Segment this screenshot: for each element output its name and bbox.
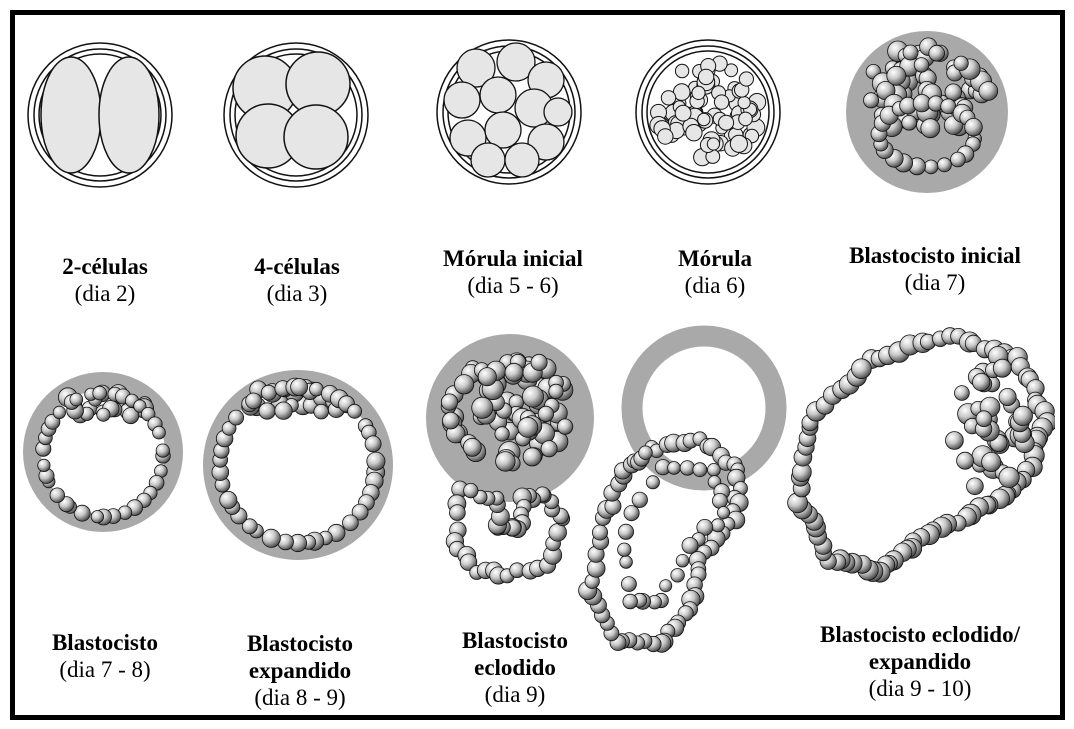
stage-day: (dia 6): [650, 272, 780, 299]
stage-name: Blastocisto expandido: [215, 630, 385, 684]
stage-name: Mórula: [650, 245, 780, 272]
stage-day: (dia 2): [40, 280, 170, 307]
embryo-stages-illustration: [15, 15, 1055, 705]
stage-label-blastocyst: Blastocisto (dia 7 - 8): [30, 629, 180, 683]
stage-name: 2-células: [40, 253, 170, 280]
hatched-expanded-blastocyst-icon: [788, 328, 1055, 583]
stage-day: (dia 3): [232, 280, 362, 307]
stage-day: (dia 9): [430, 681, 600, 708]
stage-day: (dia 8 - 9): [215, 684, 385, 711]
blastocyst-icon: [23, 372, 183, 532]
stage-day: (dia 9 - 10): [795, 675, 1045, 702]
stage-name: Blastocisto eclodido/ expandido: [795, 621, 1045, 675]
expanded-blastocyst-icon: [203, 370, 393, 560]
stage-day: (dia 5 - 6): [418, 272, 608, 299]
stage-name: Mórula inicial: [418, 245, 608, 272]
stage-name: Blastocisto inicial: [820, 242, 1050, 269]
morula-icon: [636, 40, 780, 184]
stage-label-hatching-blastocyst: Blastocisto eclodido (dia 9): [430, 627, 600, 708]
stage-day: (dia 7 - 8): [30, 656, 180, 683]
early-morula-icon: [437, 40, 581, 184]
stage-label-expanded-blastocyst: Blastocisto expandido (dia 8 - 9): [215, 630, 385, 711]
early-blastocyst-icon: [846, 31, 1008, 193]
hatched-blastocyst-icon: [579, 336, 776, 652]
four-cell-embryo-icon: [224, 43, 368, 187]
stage-label-morula: Mórula (dia 6): [650, 245, 780, 299]
stage-name: Blastocisto eclodido: [430, 627, 600, 681]
stage-label-hatched-expanded-blastocyst: Blastocisto eclodido/ expandido (dia 9 -…: [795, 621, 1045, 702]
stage-label-4-cells: 4-células (dia 3): [232, 253, 362, 307]
stage-label-early-blastocyst: Blastocisto inicial (dia 7): [820, 242, 1050, 296]
hatching-blastocyst-icon: [426, 334, 594, 584]
two-cell-embryo-icon: [28, 43, 172, 187]
stage-label-2-cells: 2-células (dia 2): [40, 253, 170, 307]
stage-label-early-morula: Mórula inicial (dia 5 - 6): [418, 245, 608, 299]
stage-day: (dia 7): [820, 269, 1050, 296]
stage-name: 4-células: [232, 253, 362, 280]
stage-name: Blastocisto: [30, 629, 180, 656]
